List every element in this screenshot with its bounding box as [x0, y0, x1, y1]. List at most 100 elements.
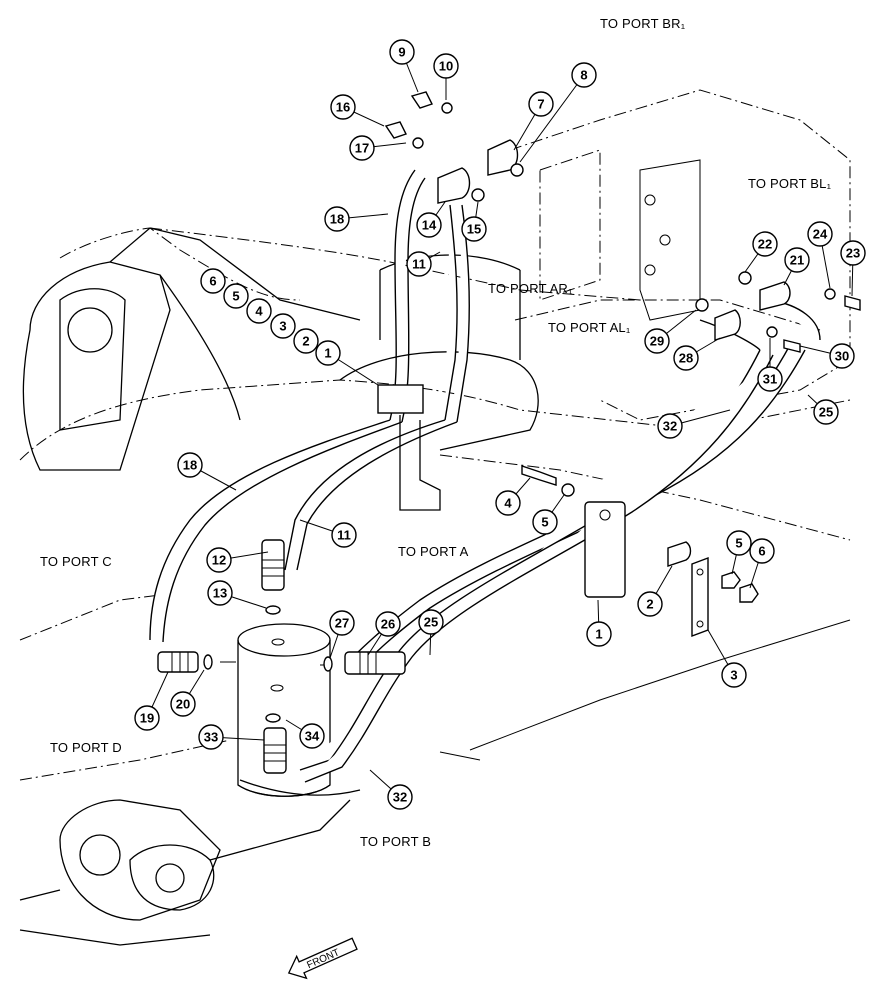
frame-line-low	[209, 799, 351, 861]
callout-number: 7	[537, 97, 544, 112]
callout-number: 20	[176, 697, 190, 712]
hose-11-upper	[444, 204, 458, 421]
boom-top-edge	[149, 227, 361, 321]
o-ring-8	[510, 163, 524, 177]
port-d-opening	[270, 684, 284, 692]
callout-11: 11	[331, 522, 357, 548]
callout-circle	[829, 343, 855, 369]
callout-9: 9	[389, 39, 415, 65]
callout-number: 34	[305, 729, 320, 744]
callout-number: 15	[467, 222, 481, 237]
callout-6: 6	[749, 538, 775, 564]
fitting-12	[261, 539, 285, 591]
callout-circle	[528, 91, 554, 117]
callout-number: 26	[381, 617, 395, 632]
callout-7: 7	[528, 91, 554, 117]
callout-circle	[329, 610, 355, 636]
o-ring-15	[471, 188, 485, 202]
callout-circle	[418, 609, 444, 635]
callout-circle	[134, 705, 160, 731]
port-labels: TO PORT BR₁ TO PORT BL₁ TO PORT AR₁ TO P…	[40, 16, 832, 849]
flange-21	[759, 281, 791, 311]
callout-circle	[532, 509, 558, 535]
callout-number: 22	[758, 237, 772, 252]
valve-block-face	[539, 149, 601, 301]
callout-circle	[416, 212, 442, 238]
callout-number: 31	[763, 372, 777, 387]
callout-number: 25	[819, 405, 833, 420]
callout-number: 17	[355, 141, 369, 156]
flange-28	[714, 309, 741, 341]
o-ring-13	[265, 605, 281, 615]
o-ring-20	[203, 654, 213, 670]
callout-circle	[840, 240, 866, 266]
link-pin-1	[79, 834, 121, 876]
callout-circle	[644, 328, 670, 354]
callout-10: 10	[433, 53, 459, 79]
callout-4: 4	[495, 490, 521, 516]
fitting-33-ridges	[264, 744, 286, 762]
washer-24	[824, 288, 836, 300]
callout-16: 16	[330, 94, 356, 120]
callout-circle	[406, 251, 432, 277]
callout-circle	[207, 580, 233, 606]
plate-hole	[696, 620, 704, 628]
callout-3: 3	[721, 662, 747, 688]
callout-number: 14	[422, 218, 437, 233]
callout-circle	[461, 216, 487, 242]
callout-number: 2	[646, 597, 653, 612]
hose-32-b	[304, 354, 774, 783]
callout-number: 28	[679, 351, 693, 366]
boom-bracket-inner	[59, 288, 126, 431]
callout-circle	[200, 268, 226, 294]
swivel-lower-base	[239, 779, 361, 796]
callout-3: 3	[270, 313, 296, 339]
callout-number: 32	[663, 419, 677, 434]
callout-34: 34	[299, 723, 325, 749]
label-to-port-bl1: TO PORT BL₁	[748, 176, 832, 191]
nut-6	[739, 583, 759, 603]
callout-number: 19	[140, 711, 154, 726]
callout-18: 18	[324, 206, 350, 232]
callout-circle	[206, 547, 232, 573]
boom-edge-b	[159, 274, 241, 421]
callout-17: 17	[349, 135, 375, 161]
callout-1: 1	[315, 340, 341, 366]
callout-circle	[293, 328, 319, 354]
callout-circle	[813, 399, 839, 425]
callout-number: 3	[730, 668, 737, 683]
callout-19: 19	[134, 705, 160, 731]
clamp-block-lower	[584, 501, 626, 598]
swivel-bottom	[237, 784, 331, 797]
callout-circle	[223, 283, 249, 309]
callout-number: 10	[439, 59, 453, 74]
callout-number: 9	[398, 45, 405, 60]
callout-circle	[571, 62, 597, 88]
link-arm-right	[129, 844, 215, 911]
leader-line-8	[519, 74, 585, 163]
bolt-9	[410, 91, 433, 109]
callout-circle	[757, 366, 783, 392]
callout-11: 11	[406, 251, 432, 277]
callout-number: 32	[393, 790, 407, 805]
callout-number: 16	[336, 100, 350, 115]
callout-circle	[170, 691, 196, 717]
callout-number: 4	[504, 496, 512, 511]
callout-number: 27	[335, 616, 349, 631]
fitting-33	[263, 727, 287, 774]
boom-bracket-left	[22, 261, 171, 471]
callout-number: 29	[650, 334, 664, 349]
callout-24: 24	[807, 221, 833, 247]
callout-circle	[657, 413, 683, 439]
hose-32	[299, 349, 761, 771]
callout-circle	[726, 530, 752, 556]
callout-number: 5	[735, 536, 742, 551]
callout-21: 21	[784, 247, 810, 273]
plate-hole	[696, 568, 704, 576]
callout-31: 31	[757, 366, 783, 392]
callout-circle	[331, 522, 357, 548]
callout-number: 3	[279, 319, 286, 334]
